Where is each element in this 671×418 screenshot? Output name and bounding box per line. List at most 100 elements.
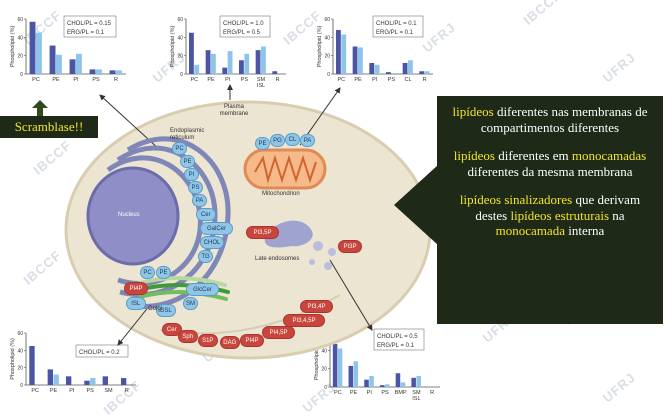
chart-bar [337,348,343,387]
x-tick-label: R [125,388,129,394]
chart-bar [353,361,359,387]
x-tick-label: PC [334,390,342,396]
lipid-bubble-cl: CL [285,133,300,146]
chart-annotation-box [75,344,129,358]
y-tick-label: 20 [17,366,23,372]
vesicle [309,259,315,265]
callout-point-2: lipídeos diferentes em monocamadas difer… [453,148,647,179]
chart-bar [400,382,406,387]
y-axis-label: Phospholipid (%) [10,26,16,68]
y-tick-label: 0 [324,385,327,391]
y-tick-label: 40 [17,35,23,41]
x-tick-label: PC [191,77,199,83]
chart-bar [374,64,380,74]
chart-annotation: ERG/PL = 0.5 [223,30,261,36]
chart-bar [211,53,216,74]
chart-bar [84,380,90,385]
chart-bar [109,70,116,74]
chart-bar [272,71,278,74]
x-tick-label: PS [241,77,249,83]
chart-bar [379,385,385,387]
chart-bar [69,59,76,74]
chart-bar [261,46,266,74]
lipid-bubble-pe: PE [255,137,270,150]
chart-bar [408,60,413,74]
x-tick-label: PS [86,388,94,394]
chart-bar [424,71,430,74]
chart-annotation: CHOL/PL = 0.15 [67,21,112,27]
lipid-bubble-pe: PE [156,266,171,279]
lipid-bubble-pc: PC [172,142,187,155]
x-tick-label: CL [404,77,411,83]
lipid-bubble-dag: DAG [220,336,240,349]
y-tick-label: 20 [324,54,330,60]
chart-annotation: ERG/PL = 0.1 [376,30,414,36]
y-tick-label: 60 [177,17,183,23]
chart-annotation: CHOL/PL = 0.1 [376,21,417,27]
x-tick-label: R [430,390,434,396]
x-tick-label: PS [92,77,100,83]
chart-bar [65,376,72,385]
x-tick-label: PI [367,390,373,396]
lipid-bubble-chol: CHOL [200,236,224,249]
scramblase-arrow [32,100,48,116]
lipid-bubble-pi45p: PI4,5P [262,326,295,339]
chart-bar [419,71,425,74]
chart-bar [395,373,401,387]
plasma-membrane-label: Plasma membrane [219,104,249,117]
y-tick-label: 40 [324,35,330,41]
chart-bar [369,376,374,387]
y-tick-label: 0 [20,72,23,78]
chart-bar [416,376,421,387]
callout-point-3: lipídeos sinalizadores que derivam deste… [459,192,641,238]
x-tick-label: R [423,77,427,83]
chart-annotation: ERG/PL = 0.1 [377,343,415,349]
chart-annotation: ERG/PL = 0.1 [67,30,105,36]
y-tick-label: 0 [327,72,330,78]
y-tick-label: 40 [17,348,23,354]
chart-bar [120,378,127,385]
chart-bar [36,32,42,74]
lipid-bubble-pi3p: PI3P [338,240,362,253]
chart-bar [89,69,96,74]
lipid-bubble-galcer: GalCer [200,222,233,235]
y-tick-label: 0 [180,72,183,78]
chart-bar [90,378,96,385]
chart-bar [189,32,194,74]
x-tick-sublabel: ISL [412,396,420,402]
lipid-bubble-pa: PA [192,194,207,207]
x-tick-label: SM [257,77,266,83]
chart-bar [332,343,338,387]
lipid-bubble-pi: PI [184,168,199,181]
chart-bar [386,72,391,74]
chart-annotation: CHOL/PL = 0.5 [377,334,418,340]
x-tick-label: PE [350,390,358,396]
callout-point-1: lipídeos diferentes nas membranas de com… [452,104,648,135]
x-tick-label: SM [412,390,421,396]
y-tick-label: 20 [17,54,23,60]
y-tick-label: 20 [177,54,183,60]
y-axis-label: Phospholipid (%) [10,338,16,380]
y-tick-label: 20 [321,367,327,373]
y-axis-label: Phospholipid (%) [317,26,323,68]
x-tick-label: PI [372,77,378,83]
chart-bar [56,54,62,74]
chart-bar [385,384,390,387]
vesicle [313,241,323,251]
chart-bar [239,60,244,74]
lipid-bubble-pi345p: PI3,4,5P [283,314,325,327]
chart-bar [29,21,36,74]
x-tick-label: PE [207,77,215,83]
x-tick-label: PI [73,77,79,83]
chart-bar [369,63,375,74]
lipid-bubble-gsl: GSL [156,304,176,317]
arrow-to-endo-chart [329,259,373,331]
lipid-bubble-sm: SM [183,297,198,310]
chart-bar [358,47,363,74]
chart-bar [411,377,416,387]
er-label: Endoplasmic reticulum [170,128,205,141]
chart-bar [194,64,200,74]
chart-annotation-box [372,15,424,38]
